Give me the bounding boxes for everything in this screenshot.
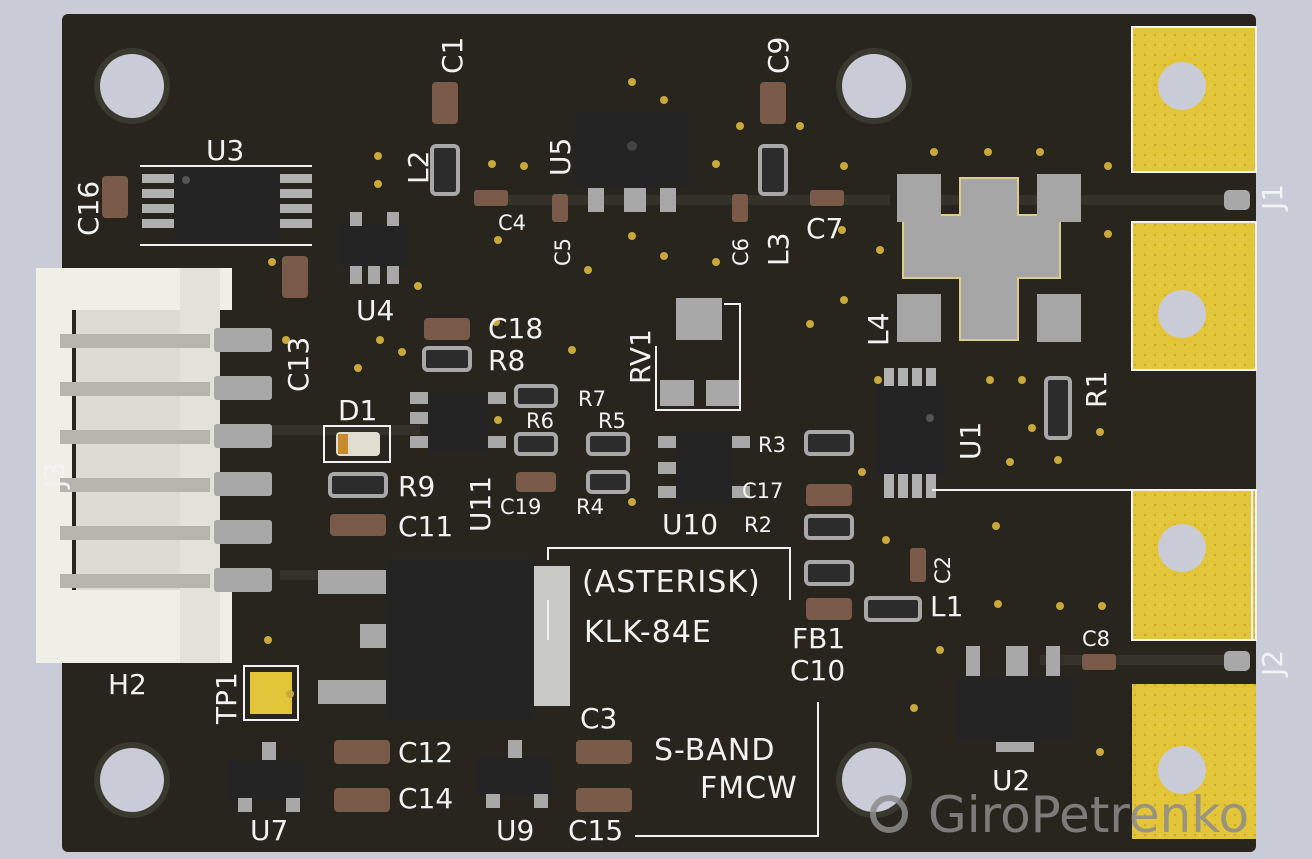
label-u9: U9 (496, 814, 534, 847)
label-c4: C4 (498, 211, 526, 235)
watermark-logo-icon (870, 795, 908, 833)
board-legend-text: (ASTERISK) KLK-84E S-BAND FMCW (582, 565, 798, 806)
label-c12: C12 (398, 736, 453, 769)
label-j2: J2 (1256, 650, 1289, 678)
label-l4: L4 (862, 313, 895, 346)
passive-components (102, 82, 1116, 812)
label-c17: C17 (742, 479, 783, 503)
label-u5: U5 (544, 138, 577, 176)
label-r5: R5 (598, 409, 626, 433)
label-r2: R2 (744, 513, 772, 537)
watermark-text: GiroPetrenko (928, 786, 1249, 844)
label-j1: J1 (1256, 184, 1289, 212)
label-c15: C15 (568, 814, 623, 847)
label-u10: U10 (662, 508, 718, 541)
label-u11: U11 (464, 476, 497, 532)
label-c18: C18 (488, 312, 543, 345)
label-l1: L1 (930, 590, 963, 623)
label-r3: R3 (758, 433, 786, 457)
label-r6: R6 (526, 409, 554, 433)
label-tp1: TP1 (210, 672, 243, 725)
label-u4: U4 (356, 294, 394, 327)
label-r4: R4 (576, 495, 604, 519)
sma-pads (1131, 26, 1257, 839)
text-mode: FMCW (700, 771, 798, 806)
label-c6: C6 (729, 238, 753, 266)
label-c13: C13 (282, 337, 315, 392)
label-h2: H2 (108, 668, 147, 701)
label-c1: C1 (436, 37, 469, 74)
label-u3: U3 (206, 134, 244, 167)
text-asterisk: (ASTERISK) (582, 565, 761, 600)
label-c10: C10 (790, 654, 845, 687)
label-rv1: RV1 (624, 329, 657, 384)
label-r9: R9 (398, 470, 435, 503)
label-c9: C9 (762, 37, 795, 74)
text-model: KLK-84E (584, 615, 712, 650)
label-d1: D1 (338, 394, 377, 427)
text-band: S-BAND (654, 733, 775, 768)
silkscreen-lines (140, 165, 1253, 837)
label-c19: C19 (500, 495, 541, 519)
label-u1: U1 (954, 422, 987, 460)
label-u7: U7 (250, 814, 288, 847)
label-l3: L3 (762, 233, 795, 266)
watermark: GiroPetrenko (870, 786, 1249, 844)
label-r7: R7 (578, 387, 606, 411)
ic-packages (142, 112, 1074, 812)
label-c11: C11 (398, 510, 453, 543)
label-r1: R1 (1080, 371, 1113, 408)
label-c3: C3 (580, 702, 617, 735)
label-c7: C7 (806, 212, 843, 245)
label-c14: C14 (398, 782, 453, 815)
tp1-pad (243, 665, 299, 721)
label-c8: C8 (1082, 627, 1110, 651)
vias (264, 78, 1112, 756)
j3-connector-body (36, 268, 272, 663)
rf-coupler (897, 174, 1081, 342)
label-fb1: FB1 (792, 622, 845, 655)
label-l2: L2 (402, 151, 435, 184)
label-j3: J3 (38, 462, 71, 490)
label-c2: C2 (931, 556, 955, 584)
label-c5: C5 (551, 238, 575, 266)
label-c16: C16 (72, 181, 105, 236)
label-u2: U2 (992, 764, 1030, 797)
label-r8: R8 (488, 344, 525, 377)
component-designators: U3 C16 C1 L2 C4 C5 U5 C9 C6 L3 C7 J1 U4 … (38, 37, 1289, 847)
